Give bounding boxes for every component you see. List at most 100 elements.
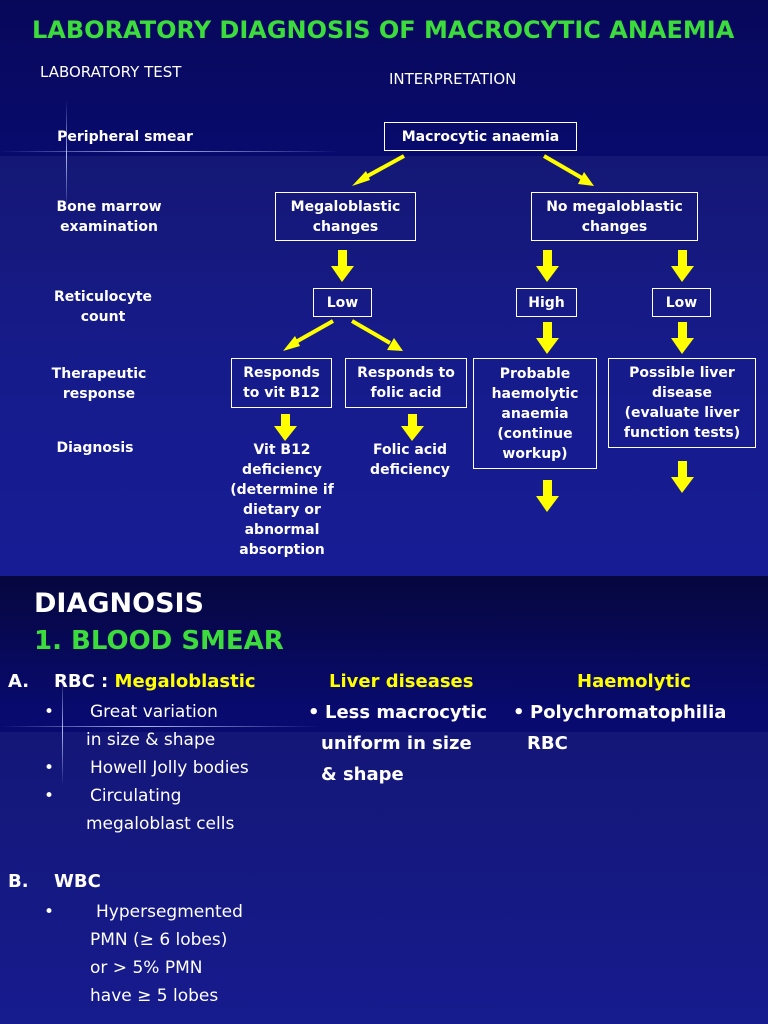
- node-line: haemolytic: [491, 385, 579, 402]
- bullet-marker: •: [513, 702, 525, 723]
- flowchart-slide: LABORATORY DIAGNOSIS OF MACROCYTIC ANAEM…: [0, 0, 768, 576]
- row-label-line: Therapeutic: [51, 366, 147, 382]
- node-line: Probable: [499, 365, 571, 382]
- section-a-heading: RBC : Megaloblastic: [54, 668, 256, 696]
- bullet-text: megaloblast cells: [86, 814, 235, 834]
- bullet-marker: •: [44, 786, 55, 806]
- row-label-peripheral-smear: Peripheral smear: [40, 127, 210, 147]
- section-a-marker: A.: [8, 671, 30, 692]
- arrow-macrocytic-to-megaloblastic: [361, 154, 405, 181]
- row-label-line: examination: [60, 219, 158, 235]
- bullet-text: Circulating: [90, 786, 182, 806]
- arrow-head: [578, 172, 594, 186]
- slide-title: LABORATORY DIAGNOSIS OF MACROCYTIC ANAEM…: [32, 16, 735, 44]
- node-macrocytic-anaemia: Macrocytic anaemia: [384, 122, 577, 151]
- arrow-low-to-responds-b12: [293, 319, 334, 345]
- section-b-marker: B.: [8, 871, 29, 892]
- bullet-marker: •: [308, 702, 320, 723]
- arrow-macrocytic-to-no-megaloblastic: [542, 154, 584, 180]
- bullet-text: Great variation: [90, 702, 218, 722]
- slide-subheading: 1. BLOOD SMEAR: [34, 626, 284, 656]
- node-line: Folic acid: [373, 442, 447, 458]
- node-line: Possible liver: [629, 365, 735, 381]
- node-line: No megaloblastic: [546, 198, 683, 215]
- node-line: dietary or: [243, 502, 321, 518]
- bullet-text: Polychromatophilia: [530, 702, 727, 723]
- node-line: (evaluate liver: [624, 405, 740, 421]
- blood-smear-slide: DIAGNOSIS 1. BLOOD SMEAR A. RBC : Megalo…: [0, 576, 768, 1024]
- arrow-head: [283, 336, 300, 351]
- down-arrow-no-mega-to-low: [671, 250, 694, 282]
- node-line: to vit B12: [243, 385, 320, 401]
- node-line: changes: [581, 218, 648, 235]
- bullet-text: RBC: [527, 733, 568, 754]
- slide-heading: DIAGNOSIS: [34, 588, 205, 619]
- section-a-highlight: Megaloblastic: [114, 671, 256, 692]
- node-line: Megaloblastic: [290, 198, 401, 215]
- node-line: disease: [652, 385, 712, 401]
- bullet-text: Less macrocytic: [325, 702, 488, 723]
- bullet-marker: •: [44, 702, 55, 722]
- row-label-line: Diagnosis: [56, 440, 134, 456]
- node-retic-low-right: Low: [652, 288, 711, 317]
- down-arrow-folic-to-diagnosis: [401, 414, 424, 441]
- node-responds-b12: Responds to vit B12: [231, 358, 332, 408]
- row-label-line: Reticulocyte: [53, 289, 153, 305]
- bullet-marker: •: [44, 902, 55, 922]
- down-arrow-megaloblastic-to-low: [331, 250, 354, 282]
- node-line: anaemia: [501, 405, 569, 422]
- bullet-text: Hypersegmented: [96, 902, 243, 922]
- node-line: deficiency: [370, 462, 450, 478]
- light-streak: [66, 100, 67, 210]
- light-streak: [0, 151, 340, 152]
- row-label-bone-marrow: Bone marrow examination: [24, 197, 194, 237]
- background-band: [0, 732, 768, 1024]
- section-a-label: RBC :: [54, 671, 115, 692]
- section-b-heading: WBC: [54, 871, 101, 892]
- node-line: changes: [312, 218, 379, 235]
- down-arrow-high-to-haemolytic: [536, 322, 559, 354]
- header-laboratory-test: LABORATORY TEST: [40, 63, 182, 81]
- arrow-head: [387, 338, 403, 351]
- node-line: abnormal: [244, 522, 320, 538]
- bullet-text: & shape: [321, 764, 404, 785]
- node-retic-low-left: Low: [313, 288, 372, 317]
- bullet-text: or > 5% PMN: [90, 958, 203, 978]
- light-streak: [62, 676, 63, 786]
- node-line: (continue: [497, 425, 573, 442]
- node-line: Low: [326, 294, 359, 311]
- diagnosis-vit-b12: Vit B12 deficiency (determine if dietary…: [212, 440, 352, 560]
- node-line: folic acid: [370, 385, 442, 401]
- down-arrow-haemolytic-out: [536, 480, 559, 512]
- row-label-line: Bone marrow: [56, 199, 162, 215]
- bullet-text: Howell Jolly bodies: [90, 758, 249, 778]
- bullet-text: have ≥ 5 lobes: [90, 986, 219, 1006]
- bullet-text: PMN (≥ 6 lobes): [90, 930, 228, 950]
- bullet-text: uniform in size: [321, 733, 472, 754]
- node-line: Low: [665, 294, 698, 311]
- node-megaloblastic: Megaloblastic changes: [275, 192, 416, 241]
- arrow-low-to-responds-folic: [350, 319, 392, 345]
- row-label-reticulocyte: Reticulocyte count: [18, 287, 188, 327]
- bullet-text: in size & shape: [86, 730, 216, 750]
- node-line: (determine if: [230, 482, 334, 498]
- node-line: absorption: [239, 542, 325, 558]
- node-line: deficiency: [242, 462, 322, 478]
- down-arrow-liver-out: [671, 461, 694, 493]
- row-label-line: count: [80, 309, 126, 325]
- node-line: workup): [502, 445, 568, 462]
- arrow-head: [352, 171, 370, 186]
- haemolytic-heading: Haemolytic: [577, 671, 691, 692]
- row-label-line: response: [62, 386, 136, 402]
- background-band: [0, 156, 768, 576]
- liver-diseases-heading: Liver diseases: [329, 671, 474, 692]
- node-haemolytic-anaemia: Probable haemolytic anaemia (continue wo…: [473, 358, 597, 469]
- node-line: Responds: [243, 365, 320, 381]
- light-streak: [0, 726, 320, 727]
- down-arrow-low-to-liver: [671, 322, 694, 354]
- down-arrow-no-mega-to-high: [536, 250, 559, 282]
- row-label-line: Peripheral smear: [57, 129, 193, 145]
- node-line: High: [528, 294, 565, 311]
- flowchart-arrows: [274, 154, 694, 512]
- row-label-diagnosis: Diagnosis: [10, 438, 180, 458]
